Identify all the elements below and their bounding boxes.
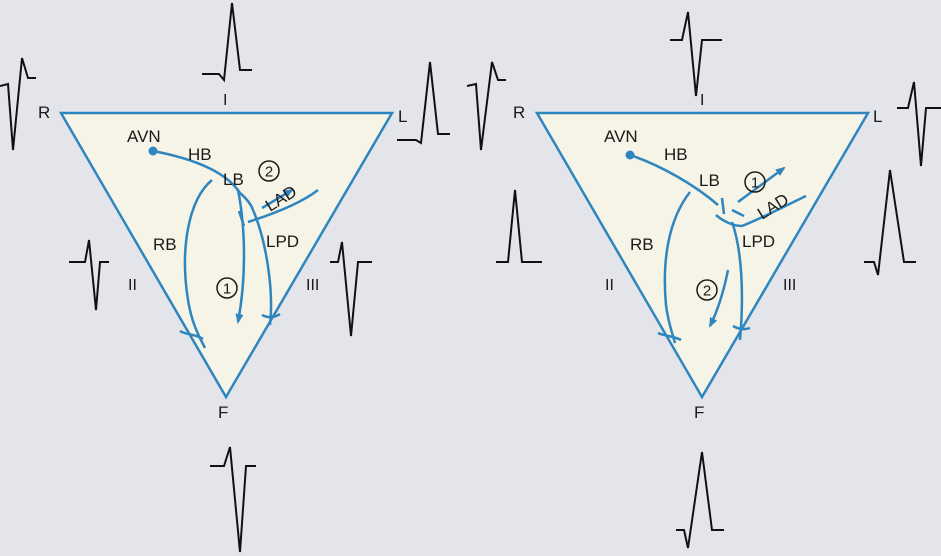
ecg-trace-r — [0, 57, 36, 151]
ecg-trace-l — [897, 81, 941, 167]
ecg-trace-iii — [864, 169, 916, 276]
lead-label-iii: III — [783, 277, 796, 294]
corner-label-l: L — [398, 107, 407, 126]
pathway-2-arrow — [708, 269, 730, 328]
ecg-trace-iii — [330, 241, 372, 337]
right-bundle-tick — [179, 329, 204, 341]
block-bar-lb — [720, 197, 726, 215]
rb-label: RB — [630, 235, 654, 254]
avn-label: AVN — [127, 127, 161, 146]
corner-label-f: F — [694, 403, 704, 422]
ecg-trace-f — [676, 451, 724, 549]
right-bundle — [663, 191, 691, 344]
lpd-fascicle — [730, 221, 744, 341]
left-bundle-main — [239, 192, 255, 211]
left-panel: R L F I II III AVN HB LB RB — [0, 2, 450, 553]
lead-label-i: I — [223, 92, 227, 109]
marker-1-circle — [216, 277, 238, 299]
corner-label-r: R — [513, 103, 525, 122]
lead-label-ii: II — [605, 277, 614, 294]
corner-label-l: L — [873, 107, 882, 126]
lpd-tick — [261, 312, 281, 319]
hb-label: HB — [664, 145, 688, 164]
avn-label: AVN — [604, 127, 638, 146]
lpd-tick — [732, 324, 751, 331]
right-bundle-tick — [657, 331, 682, 342]
pathway-1-arrow — [235, 189, 246, 324]
lead-label-ii: II — [128, 277, 137, 294]
lead-label-i: I — [700, 92, 704, 109]
lpd-label: LPD — [266, 232, 299, 251]
lb-label: LB — [699, 171, 720, 190]
ecg-trace-i — [670, 11, 722, 97]
marker-1-text: 1 — [223, 281, 231, 298]
lad-fascicle — [247, 189, 319, 224]
corner-label-r: R — [38, 103, 50, 122]
marker-2-text: 2 — [265, 164, 273, 181]
marker-1-circle — [744, 171, 766, 193]
ecg-trace-f — [210, 446, 256, 553]
lpd-label: LPD — [742, 232, 775, 251]
his-bundle — [629, 153, 719, 206]
lad-arrow — [737, 166, 786, 204]
marker-2-circle — [258, 160, 280, 182]
lb-label: LB — [223, 170, 244, 189]
his-bundle — [152, 149, 242, 194]
corner-label-f: F — [218, 403, 228, 422]
ecg-trace-l — [397, 61, 450, 145]
rb-label: RB — [153, 235, 177, 254]
right-bundle — [183, 179, 213, 349]
right-panel: R L F I II III AVN HB LB — [466, 11, 941, 549]
lad-fascicle — [741, 194, 807, 228]
conduction-system — [625, 150, 807, 344]
ecg-trace-r — [466, 61, 506, 151]
einthoven-triangle — [534, 111, 871, 400]
marker-2-circle — [696, 279, 718, 301]
marker-2-text: 2 — [703, 283, 711, 300]
conduction-system — [148, 146, 319, 349]
marker-1-text: 1 — [751, 175, 759, 192]
lad-arrow — [261, 188, 294, 210]
ecg-trace-i — [202, 2, 252, 83]
left-bundle-main — [715, 214, 743, 228]
ecg-trace-ii — [69, 239, 109, 311]
hb-label: HB — [188, 145, 212, 164]
einthoven-triangle — [58, 111, 395, 400]
ecg-trace-ii — [496, 189, 542, 263]
block-bar-lpd — [731, 208, 745, 218]
lead-label-iii: III — [306, 277, 319, 294]
